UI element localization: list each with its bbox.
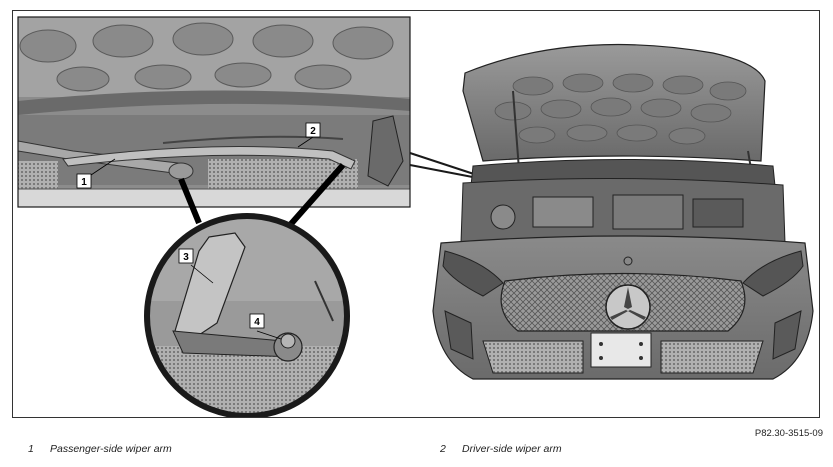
car-front-view [432, 43, 814, 380]
callout-4-label: 4 [254, 317, 260, 328]
legend-label: Driver-side wiper arm [462, 443, 562, 455]
legend-number: 1 [28, 443, 34, 455]
legend-item-2: 2 Driver-side wiper arm [440, 443, 562, 455]
callout-1: 1 [76, 158, 116, 189]
callout-2: 2 [297, 122, 321, 148]
legend-label: Passenger-side wiper arm [50, 443, 172, 455]
callout-2-label: 2 [310, 126, 316, 137]
magnified-view-wiper-nut [144, 213, 350, 417]
legend-number: 2 [440, 443, 446, 455]
figure-illustration: 1 2 [12, 10, 820, 418]
callout-1-label: 1 [81, 177, 87, 188]
callout-3: 3 [178, 248, 214, 284]
callout-3-label: 3 [183, 252, 189, 263]
wiper-arm-diagram: 1 2 [17, 16, 814, 417]
legend-item-1: 1 Passenger-side wiper arm [28, 443, 172, 455]
callout-4: 4 [249, 313, 282, 340]
figure-reference-code: P82.30-3515-09 [754, 428, 823, 439]
